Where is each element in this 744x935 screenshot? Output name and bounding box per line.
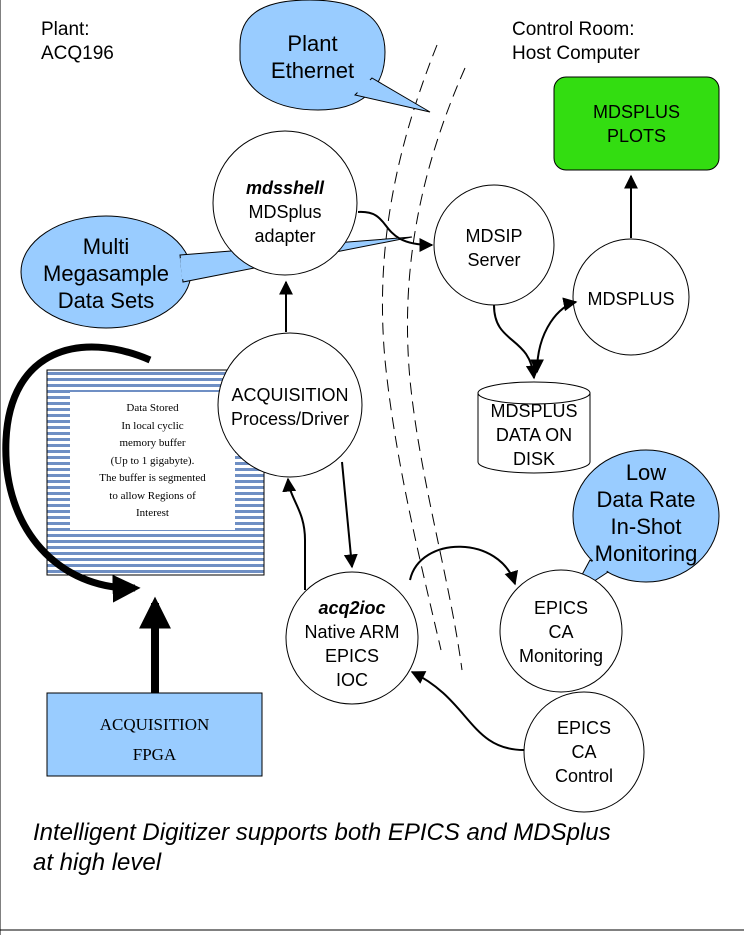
multi-megasample-callout-text: Multi Megasample Data Sets bbox=[43, 234, 169, 313]
mdsshell-label: mdsshell MDSplus adapter bbox=[245, 178, 325, 246]
acquisition-to-acq2ioc-arrow bbox=[341, 461, 358, 569]
memory-buffer-text-panel bbox=[70, 392, 235, 530]
mdsshell-node bbox=[212, 130, 358, 276]
epics-ca-control-node bbox=[523, 691, 645, 813]
mdsplus-disk-label: MDSPLUS DATA ON DISK bbox=[490, 401, 578, 469]
acq2ioc-node bbox=[285, 571, 419, 705]
fpga-box bbox=[46, 692, 263, 777]
mdsip-to-disk-arrow bbox=[493, 304, 540, 380]
memory-buffer-text: Data Stored In local cyclic memory buffe… bbox=[99, 402, 206, 519]
cyclic-buffer-arrow bbox=[2, 343, 152, 603]
plant-label: Plant: ACQ196 bbox=[41, 19, 114, 64]
boundary-line-left bbox=[381, 44, 442, 651]
plant-ethernet-callout-text: Plant Ethernet bbox=[270, 31, 355, 83]
boundary-line-right bbox=[406, 67, 466, 671]
epics-ca-control-label: EPICS CA Control bbox=[554, 718, 614, 786]
fpga-label: ACQUISITION FPGA bbox=[99, 715, 210, 764]
acq2ioc-to-monitoring-arrow bbox=[409, 545, 518, 586]
mdsplus-node bbox=[572, 238, 690, 356]
epics-ca-monitoring-node bbox=[499, 569, 623, 693]
control-to-acq2ioc-arrow bbox=[410, 671, 525, 751]
control-room-label: Control Room: Host Computer bbox=[512, 19, 640, 64]
low-data-rate-callout-body bbox=[572, 449, 720, 583]
mdsplus-plots-label: MDSPLUS PLOTS bbox=[592, 102, 681, 146]
acq2ioc-label: acq2ioc Native ARM EPICS IOC bbox=[304, 598, 400, 690]
plant-ethernet-callout-body bbox=[239, 0, 386, 111]
mdsplus-label: MDSPLUS bbox=[587, 289, 675, 309]
mdsplus-disk-body bbox=[477, 393, 591, 474]
mdsshell-to-mdsip-arrow bbox=[357, 210, 434, 252]
diagram-caption: Intelligent Digitizer supports both EPIC… bbox=[33, 819, 611, 876]
disk-mdsplus-arrow bbox=[530, 297, 578, 374]
acquisition-process-label: ACQUISITION Process/Driver bbox=[230, 385, 350, 429]
mdsplus-disk-top bbox=[477, 381, 591, 405]
low-data-rate-callout-text: Low Data Rate In-Shot Monitoring bbox=[594, 460, 698, 566]
acq2ioc-to-acquisition-arrow bbox=[282, 477, 306, 590]
acquisition-process-node bbox=[217, 332, 363, 478]
mdsplus-plots-box bbox=[553, 76, 720, 171]
epics-ca-monitoring-label: EPICS CA Monitoring bbox=[518, 598, 604, 666]
mdsip-server-label: MDSIP Server bbox=[465, 226, 523, 270]
